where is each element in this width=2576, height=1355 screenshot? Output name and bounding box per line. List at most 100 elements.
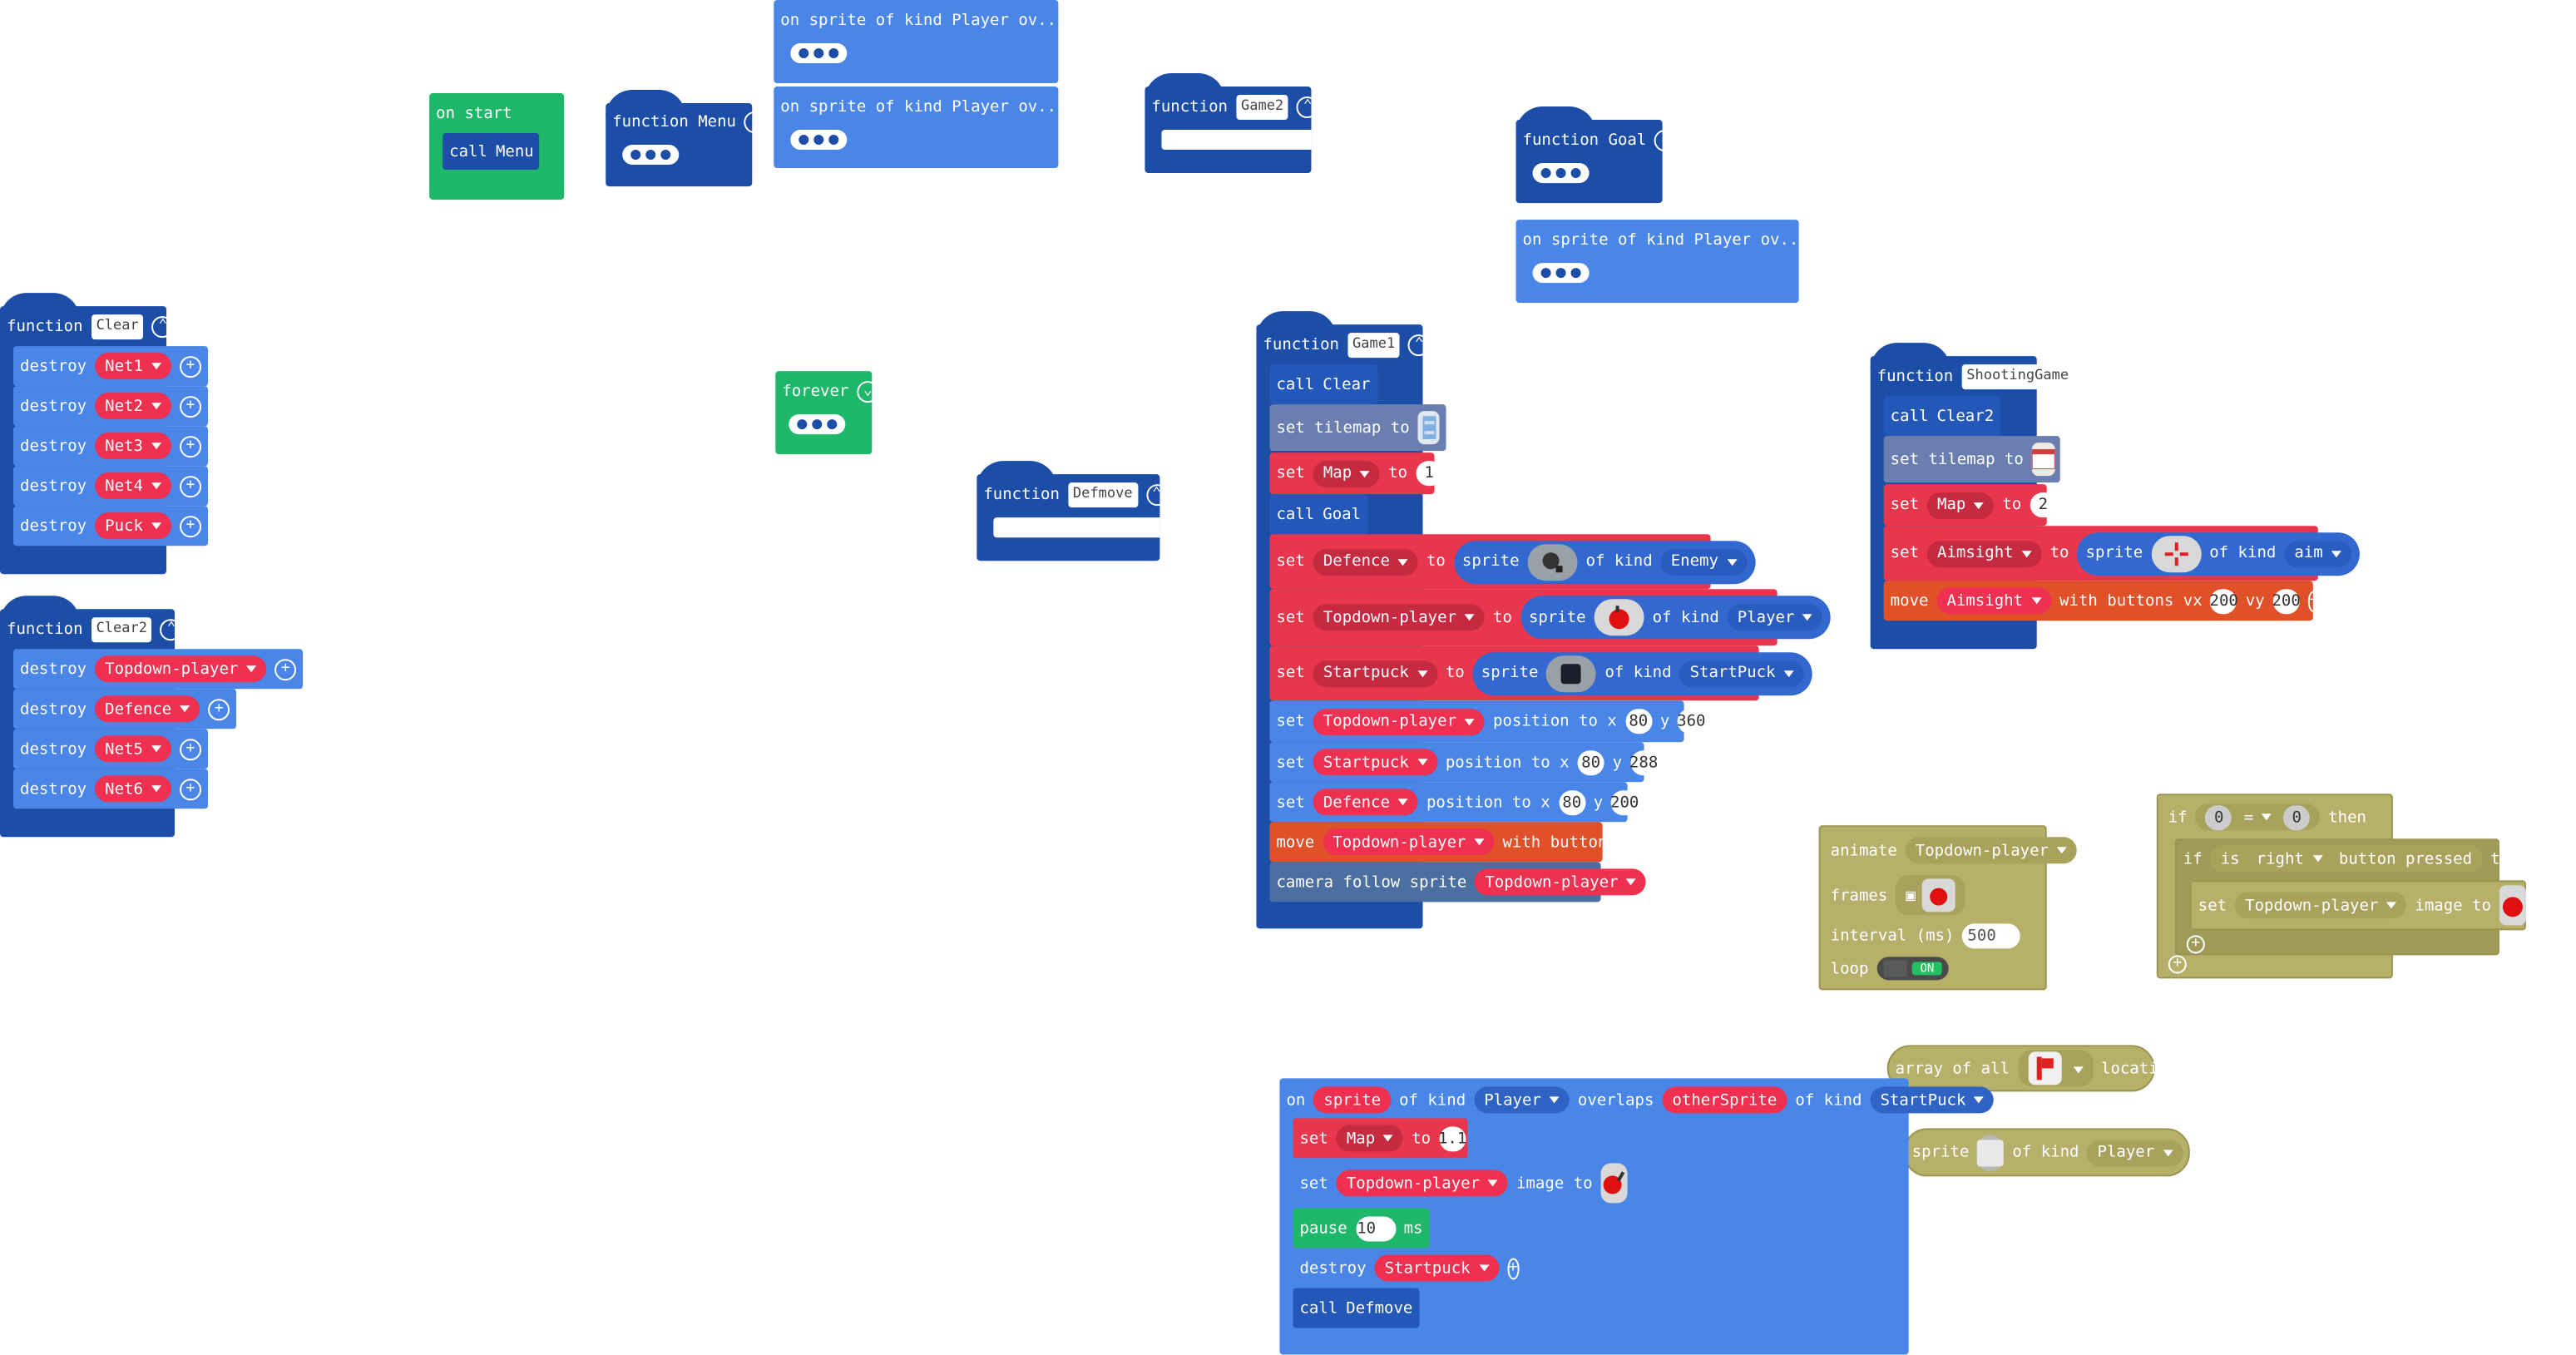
function-name-field[interactable]: Clear: [91, 314, 144, 339]
move-with-buttons-block[interactable]: move Aimsight with buttons vx 200 vy 200…: [1883, 581, 2321, 621]
destroy-block[interactable]: destroy Net6 +: [13, 769, 208, 809]
variable-dropdown[interactable]: Topdown-player: [1905, 837, 2077, 864]
tile-thumbnail[interactable]: [2028, 1051, 2062, 1085]
set-tilemap-block[interactable]: set tilemap to: [1883, 436, 2060, 483]
destroy-block[interactable]: destroy Net4 +: [13, 466, 208, 507]
set-map-block[interactable]: set Map to 1: [1269, 452, 1443, 495]
if-block-disabled[interactable]: if 0 = 0 then if is right button pressed…: [2156, 794, 2529, 979]
add-icon[interactable]: +: [208, 698, 230, 720]
sprite-of-kind[interactable]: sprite of kind aim: [2077, 532, 2360, 576]
function-name-field[interactable]: Clear2: [91, 616, 153, 642]
tile-dropdown[interactable]: [2018, 1050, 2094, 1087]
variable-dropdown[interactable]: Startpuck: [1374, 1254, 1499, 1282]
variable-dropdown[interactable]: Topdown-player: [1323, 828, 1495, 856]
variable-dropdown[interactable]: Net4: [95, 472, 171, 500]
collapse-icon[interactable]: ⌃: [151, 315, 174, 338]
pause-block[interactable]: pause 10 ms: [1293, 1208, 1430, 1249]
x-input[interactable]: 80: [1577, 749, 1604, 775]
function-name-field[interactable]: Game2: [1235, 94, 1289, 120]
call-menu-block[interactable]: call Menu: [443, 133, 540, 171]
sprite-image-thumbnail[interactable]: [1977, 1134, 2005, 1171]
set-position-block[interactable]: set Defence position to x 80 y 200: [1269, 782, 1639, 823]
comparison[interactable]: 0 = 0: [2195, 804, 2321, 831]
tilemap-thumbnail[interactable]: [2031, 443, 2055, 477]
destroy-block[interactable]: destroy Net2 +: [13, 386, 208, 427]
collapse-icon[interactable]: ⌄: [857, 380, 879, 403]
add-icon[interactable]: +: [179, 738, 201, 760]
add-icon[interactable]: +: [2186, 934, 2205, 953]
ellipsis-icon[interactable]: [790, 130, 848, 151]
sprite-of-kind[interactable]: sprite of kind StartPuck: [1472, 651, 1812, 695]
variable-dropdown[interactable]: Net1: [95, 353, 171, 380]
set-sprite-block[interactable]: set Defence to sprite of kind Enemy: [1269, 534, 1755, 590]
destroy-block[interactable]: destroy Puck +: [13, 506, 208, 546]
variable-dropdown[interactable]: Startpuck: [1313, 749, 1437, 776]
kind-dropdown[interactable]: Player: [1474, 1086, 1570, 1114]
interval-dropdown[interactable]: 500: [1962, 922, 2020, 948]
set-sprite-block[interactable]: set Aimsight to sprite of kind aim: [1883, 526, 2360, 581]
add-icon[interactable]: +: [179, 395, 201, 418]
variable-dropdown[interactable]: Defence: [1313, 789, 1418, 816]
variable-dropdown[interactable]: Net6: [95, 775, 171, 803]
set-sprite-block[interactable]: set Topdown-player to sprite of kind Pla…: [1269, 589, 1832, 646]
variable-dropdown[interactable]: Startpuck: [1313, 660, 1437, 687]
vy-input[interactable]: 200: [2272, 588, 2301, 614]
variable-dropdown[interactable]: Map: [1336, 1125, 1404, 1152]
set-position-block[interactable]: set Topdown-player position to x 80 y 36…: [1269, 700, 1705, 743]
set-image-block-disabled[interactable]: set Topdown-player image to: [2189, 880, 2526, 931]
sprite-of-kind-block-disabled[interactable]: sprite of kind Player: [1903, 1128, 2190, 1177]
collapse-icon[interactable]: ⌄: [1074, 9, 1096, 32]
variable-dropdown[interactable]: Topdown-player: [1313, 708, 1486, 735]
button-pressed[interactable]: is right button pressed: [2210, 845, 2483, 873]
other-sprite-parameter[interactable]: otherSprite: [1662, 1086, 1787, 1114]
image-thumbnail[interactable]: [2499, 885, 2526, 926]
image-thumbnail[interactable]: [1600, 1163, 1628, 1204]
variable-dropdown[interactable]: Topdown-player: [1313, 604, 1486, 631]
collapse-icon[interactable]: ⌄: [1654, 129, 1677, 151]
destroy-block[interactable]: destroy Net1 +: [13, 346, 208, 387]
pause-dropdown[interactable]: 10: [1355, 1215, 1396, 1241]
on-start-block[interactable]: on start call Menu: [429, 93, 565, 200]
sprite-image-thumbnail[interactable]: [1546, 655, 1597, 692]
variable-dropdown[interactable]: Defence: [95, 695, 200, 723]
ellipsis-icon[interactable]: [789, 414, 846, 435]
destroy-block[interactable]: destroy Startpuck +: [1293, 1248, 1520, 1288]
overlap-event-block[interactable]: on sprite of kind Player ov... ⌄: [1515, 220, 1838, 304]
destroy-block[interactable]: destroy Net5 +: [13, 729, 208, 769]
sprite-image-thumbnail[interactable]: [1594, 599, 1644, 636]
frame-thumbnail[interactable]: [1921, 878, 1955, 912]
kind-dropdown[interactable]: aim: [2284, 540, 2351, 567]
sprite-of-kind[interactable]: sprite of kind Enemy: [1453, 540, 1755, 584]
overlap-event-block[interactable]: on sprite of kind Player ov... ⌄: [774, 0, 1096, 84]
loop-toggle[interactable]: ON: [1876, 957, 1950, 981]
forever-block[interactable]: forever ⌄: [775, 371, 879, 455]
function-menu-block[interactable]: function Menu ⌄: [606, 90, 766, 187]
function-name-field[interactable]: Game1: [1347, 332, 1401, 358]
collapse-icon[interactable]: ⌃: [1145, 483, 1168, 506]
ellipsis-icon[interactable]: [1532, 263, 1590, 284]
number-input[interactable]: 0: [2283, 804, 2311, 830]
variable-dropdown[interactable]: Topdown-player: [1475, 868, 1647, 896]
function-defmove-block[interactable]: function Defmove ⌃: [977, 461, 1168, 561]
tilemap-thumbnail[interactable]: [1417, 411, 1440, 445]
sprite-of-kind[interactable]: sprite of kind Player: [1520, 596, 1832, 640]
variable-dropdown[interactable]: Net3: [95, 433, 171, 460]
ellipsis-icon[interactable]: [1532, 163, 1590, 184]
y-input[interactable]: 200: [1610, 789, 1639, 815]
variable-dropdown[interactable]: Aimsight: [1936, 587, 2052, 615]
camera-follow-block[interactable]: camera follow sprite Topdown-player: [1269, 862, 1647, 903]
x-input[interactable]: 80: [1558, 789, 1585, 815]
variable-dropdown[interactable]: Defence: [1313, 548, 1418, 576]
variable-dropdown[interactable]: Topdown-player: [2235, 892, 2407, 919]
animate-block-disabled[interactable]: animate Topdown-player frames ▣ interval…: [1818, 825, 2077, 991]
add-icon[interactable]: +: [1624, 831, 1638, 853]
sprite-image-thumbnail[interactable]: [2151, 535, 2202, 572]
sprite-image-thumbnail[interactable]: [1527, 543, 1578, 581]
collapse-icon[interactable]: ⌃: [1297, 96, 1319, 118]
destroy-block[interactable]: destroy Defence +: [13, 689, 237, 729]
destroy-block[interactable]: destroy Topdown-player +: [13, 649, 304, 690]
array-of-locations-block-disabled[interactable]: array of all locations: [1886, 1045, 2187, 1092]
